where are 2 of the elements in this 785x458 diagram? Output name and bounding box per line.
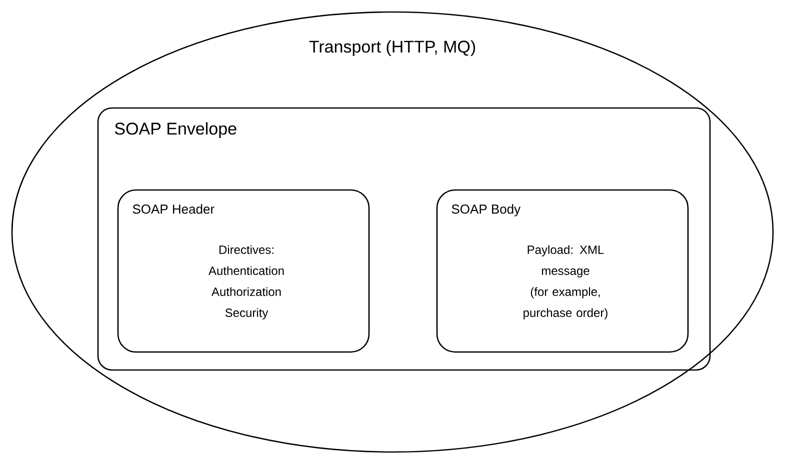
section-box: SOAP Header Directives: Authentication Authorization Security [117, 189, 370, 353]
section-box: SOAP Body Payload: XML message (for example, purchase order) [436, 189, 689, 353]
